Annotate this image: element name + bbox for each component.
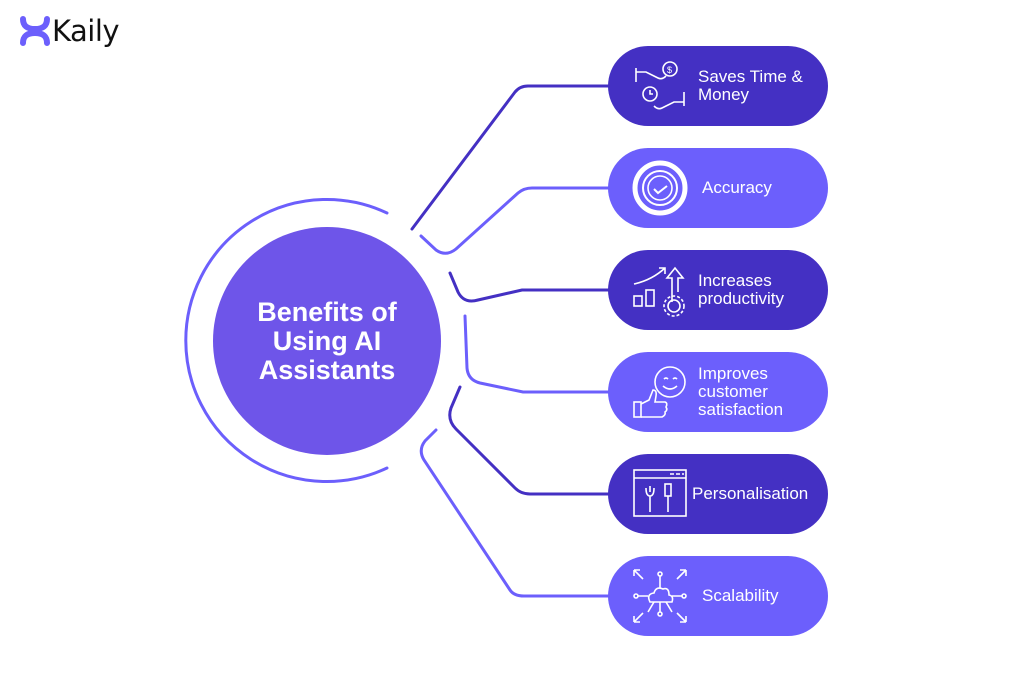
benefit-saves-time-money: $ Saves Time & Money	[608, 46, 828, 126]
growth-chart-gear-icon	[633, 266, 685, 317]
connector-5	[448, 385, 612, 496]
money-time-hands-icon: $	[635, 61, 685, 110]
browser-tools-icon	[633, 469, 687, 517]
benefit-improves-customer-satisfaction: Improves customer satisfaction	[608, 352, 828, 432]
benefit-accuracy: Accuracy	[608, 148, 828, 228]
connector-6	[419, 428, 612, 598]
connector-2	[419, 186, 612, 255]
connector-1	[410, 84, 612, 231]
kaily-logo-icon	[20, 16, 50, 46]
svg-text:$: $	[667, 65, 672, 75]
brand-name: Kaily	[52, 14, 120, 48]
connector-3	[448, 271, 612, 303]
kaily-logo: Kaily	[20, 14, 120, 48]
benefit-label: Increases productivity	[698, 271, 784, 308]
check-target-icon	[632, 160, 688, 216]
benefit-label: Saves Time & Money	[698, 67, 803, 104]
benefit-label: Scalability	[702, 586, 779, 605]
hub-title: Benefits of Using AI Assistants	[257, 296, 397, 385]
connector-4	[463, 314, 612, 394]
benefit-label: Improves customer satisfaction	[698, 364, 784, 419]
thumbs-up-smile-icon	[633, 366, 686, 418]
benefit-increases-productivity: Increases productivity	[608, 250, 828, 330]
benefit-personalisation: Personalisation	[608, 454, 828, 534]
benefit-label: Personalisation	[692, 484, 809, 503]
cloud-network-icon	[633, 569, 687, 623]
benefit-label: Accuracy	[702, 178, 772, 197]
outer-ring-arc	[184, 198, 389, 483]
benefit-scalability: Scalability	[608, 556, 828, 636]
hub-circle: Benefits of Using AI Assistants	[213, 227, 441, 455]
